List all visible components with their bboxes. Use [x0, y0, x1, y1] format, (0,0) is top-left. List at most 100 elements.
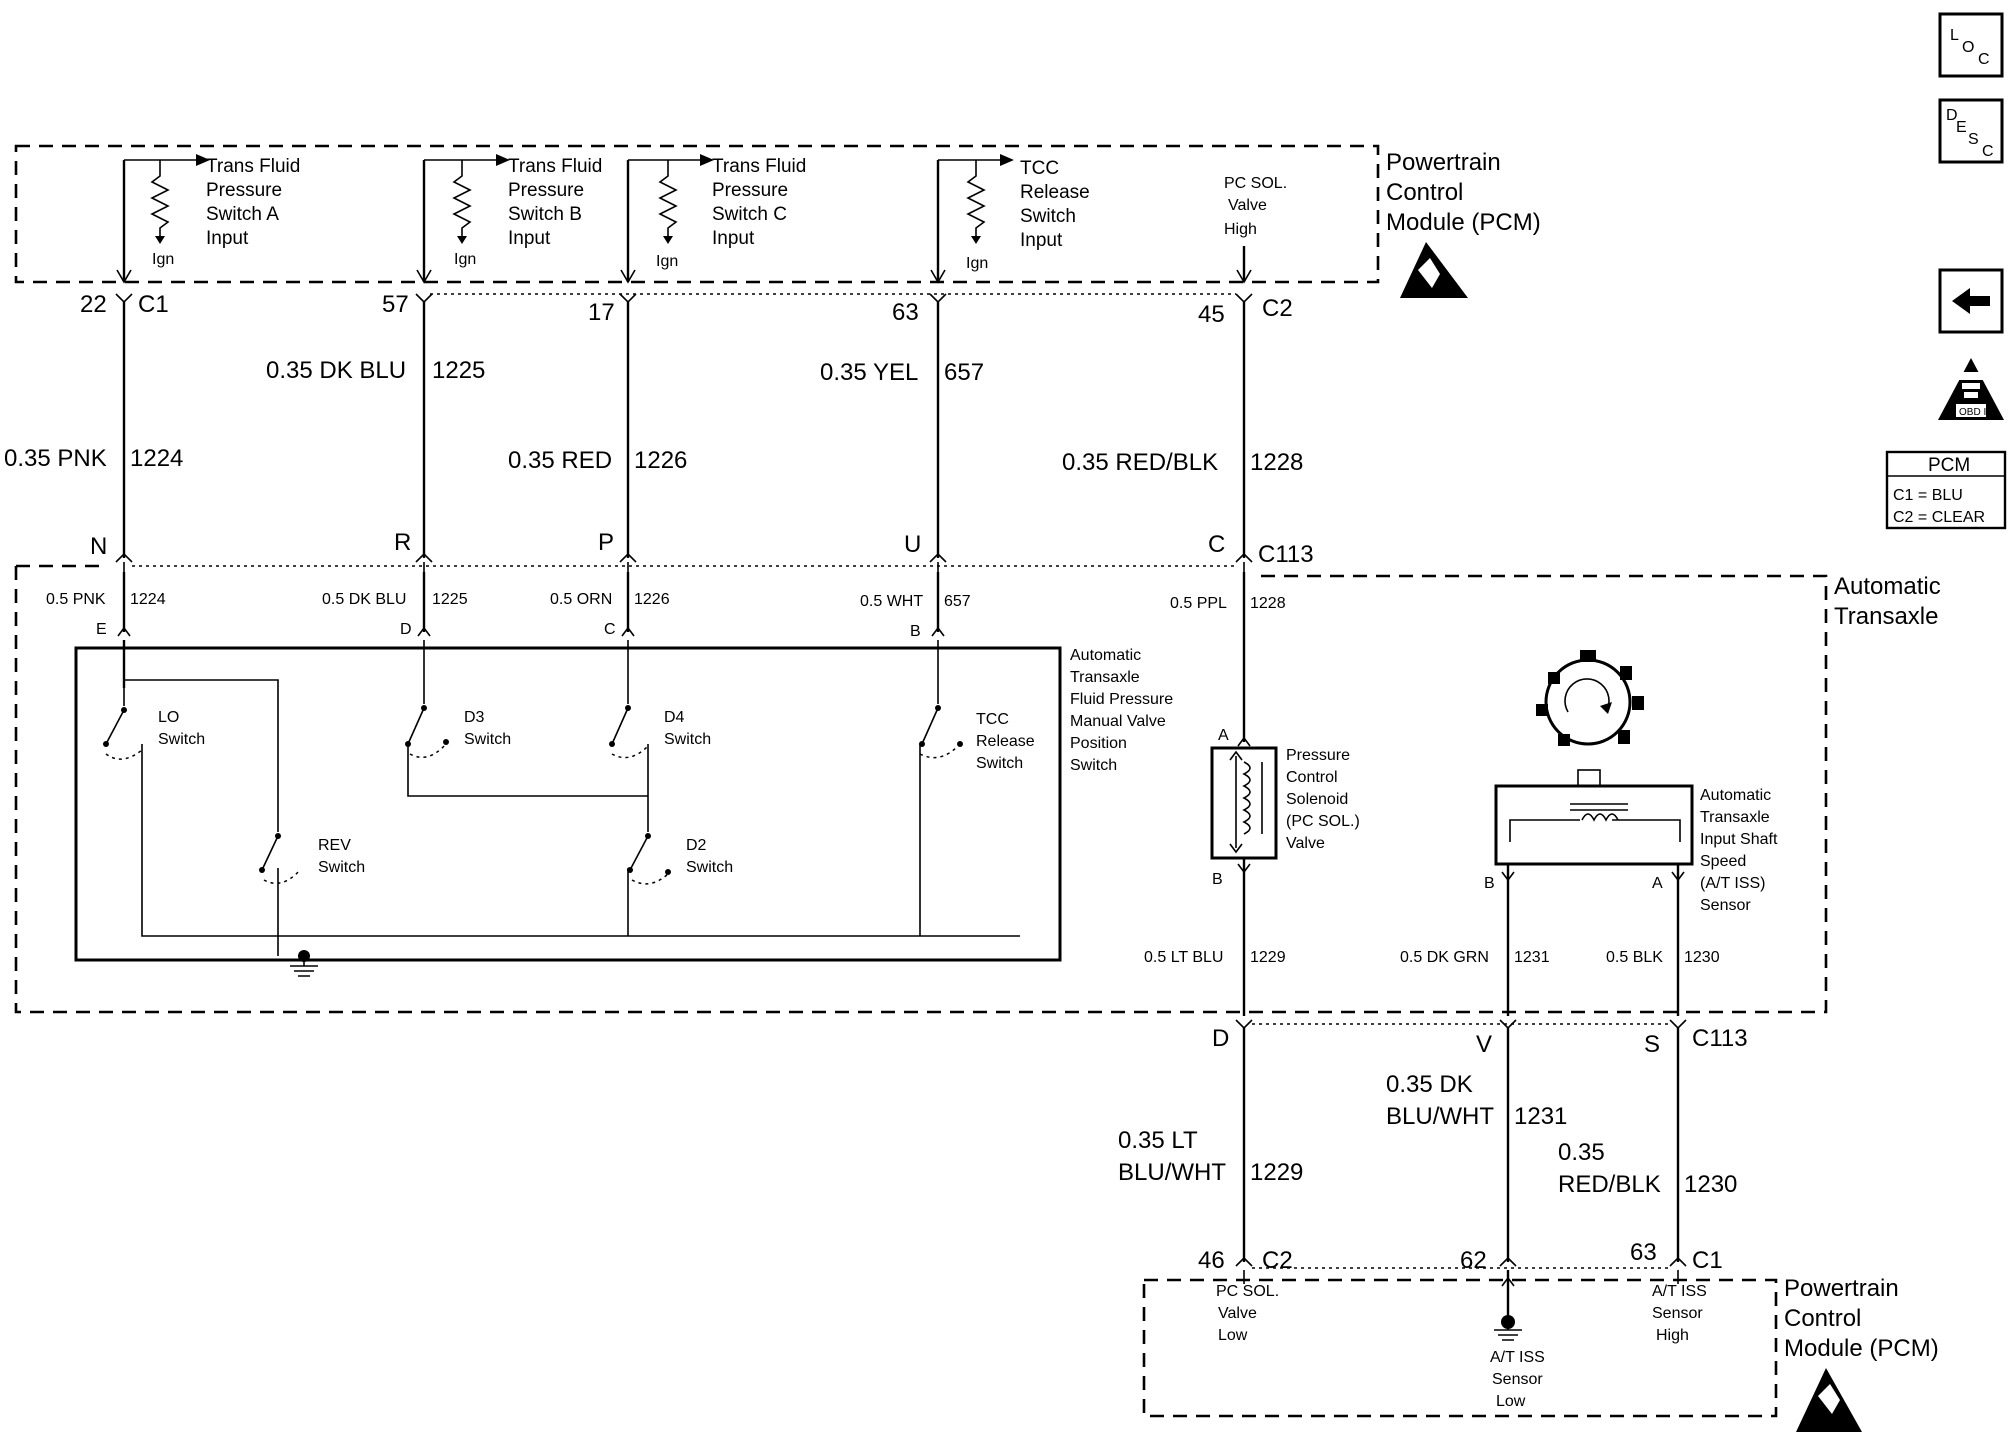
d2-switch: D2 Switch [627, 833, 733, 885]
transaxle-wires-low-2-gauge-label: 0.5 BLK [1606, 949, 1663, 966]
back-arrow-icon[interactable] [1938, 268, 2004, 334]
pcm-bottom-iss-high-l2-label: Sensor [1652, 1305, 1703, 1322]
wires-lower-0-circuit-label: 1229 [1250, 1159, 1303, 1186]
transaxle-wires-0-gauge-label: 0.5 PNK [46, 591, 106, 608]
transaxle-iss-pin-b-label: B [1484, 875, 1495, 892]
transaxle-switch-assembly-switches-3-l1-label: TCC [976, 711, 1009, 728]
pcm-bottom-pcsol-low-l1-label: PC SOL. [1216, 1283, 1279, 1300]
transaxle-switch-assembly-l3-label: Fluid Pressure [1070, 691, 1173, 708]
input-b-circuit: Trans Fluid Pressure Switch B Input Ign [416, 154, 602, 284]
pcm-top-pins-2-pin-label: 17 [588, 299, 615, 326]
obd-label: OBD II [1959, 407, 1989, 418]
pressure-control-solenoid: Pressure Control Solenoid (PC SOL.) Valv… [1210, 746, 1360, 1016]
pcm-bottom-iss-high-l3-label: High [1656, 1327, 1689, 1344]
input-tcc-circuit: TCC Release Switch Input Ign [930, 154, 1090, 284]
transaxle-switch-assembly-switches-5-l1-label: D2 [686, 837, 707, 854]
pcm-bottom-pcsol-low-l2-label: Valve [1218, 1305, 1257, 1322]
transaxle-solenoid-l5-label: Valve [1286, 835, 1325, 852]
wire-1225-gauge: 0.35 DK BLU [266, 357, 406, 384]
transaxle-iss-l5-label: (A/T ISS) [1700, 875, 1766, 892]
pcm-bottom-iss-low-l2-label: Sensor [1492, 1371, 1543, 1388]
pcm-top-pcsol-l3-label: High [1224, 221, 1257, 238]
wires-lower-2-l1-label: 0.35 [1558, 1139, 1605, 1166]
pcm-top-inputs-3-l4-label: Input [1020, 230, 1063, 251]
transaxle-solenoid-pin-b-label: B [1212, 871, 1223, 888]
transaxle-switch-assembly-switches-1-l2-label: Switch [464, 731, 511, 748]
transaxle-switch-assembly-switches-2-l2-label: Switch [664, 731, 711, 748]
transaxle-wires-1-pin-label: D [400, 621, 412, 638]
transaxle-wires-low-1-circuit-label: 1231 [1514, 949, 1550, 966]
input-c-circuit: Trans Fluid Pressure Switch C Input Ign [620, 154, 806, 284]
wires-lower-1-l2-label: BLU/WHT [1386, 1103, 1494, 1130]
transaxle-switch-assembly-switches-1-l1-label: D3 [464, 709, 485, 726]
pcm-top-inputs-2-ign-label: Ign [656, 253, 678, 270]
pcm-bottom-pins: 46 C2 62 63 C1 [1198, 1239, 1723, 1274]
lower-harness-wires: 0.35 LT BLU/WHT 1229 0.35 DK BLU/WHT 123… [1118, 1028, 1737, 1262]
loc-icon[interactable]: LOC [1938, 12, 2004, 78]
pcm-bottom-title-line3-label: Module (PCM) [1784, 1335, 1939, 1362]
transaxle-wires-low-1-gauge-label: 0.5 DK GRN [1400, 949, 1489, 966]
label-label: C [1978, 51, 1990, 68]
pcm-key-title: PCM [1928, 455, 1970, 476]
transaxle-iss-l3-label: Input Shaft [1700, 831, 1778, 848]
c113-bottom-pins-0-label: D [1212, 1025, 1229, 1052]
pcm-top-inputs-0-ign-label: Ign [152, 251, 174, 268]
pcm-top-pins-3-pin-label: 63 [892, 299, 919, 326]
rev-switch: REV Switch [259, 833, 365, 885]
wire-1226-circuit: 1226 [634, 447, 687, 474]
c113-bottom-conn-label: C113 [1692, 1025, 1748, 1052]
c113-top-pins-0-label: N [90, 533, 107, 560]
input-shaft-speed-sensor: Automatic Transaxle Input Shaft Speed (A… [1484, 650, 1778, 1016]
transaxle-wires-low-2-circuit-label: 1230 [1684, 949, 1720, 966]
transaxle-wires-2-circuit-label: 1226 [634, 591, 670, 608]
pcsol-high-circuit: PC SOL. Valve High [1224, 175, 1287, 284]
transaxle-wires-low-0-gauge-label: 0.5 LT BLU [1144, 949, 1223, 966]
pcm-top-inputs-2-l3-label: Switch C [712, 204, 787, 225]
pcm-top-inputs-1-l1-label: Trans Fluid [508, 156, 602, 177]
transaxle-wires-2-gauge-label: 0.5 ORN [550, 591, 612, 608]
transaxle-switch-assembly-l6-label: Switch [1070, 757, 1117, 774]
wires-lower-2-l2-label: RED/BLK [1558, 1171, 1661, 1198]
transaxle-title-2: Transaxle [1834, 603, 1938, 630]
pcm-top-inputs-2-l1-label: Trans Fluid [712, 156, 806, 177]
c113-top-pins-4-label: C [1208, 531, 1225, 558]
pcm-top-inputs-0-l3-label: Switch A [206, 204, 279, 225]
wire-657-circuit: 657 [944, 359, 984, 386]
transaxle-lower-wire-labels: 0.5 LT BLU 1229 0.5 DK GRN 1231 0.5 BLK … [1144, 949, 1720, 966]
reluctor-wheel-icon [1536, 650, 1644, 746]
wires-lower-0-l2-label: BLU/WHT [1118, 1159, 1226, 1186]
wire-1224-gauge: 0.35 PNK [4, 445, 107, 472]
transaxle-wires-3-gauge-label: 0.5 WHT [860, 593, 923, 610]
transaxle-wires-2-pin-label: C [604, 621, 616, 638]
transaxle-switch-assembly-switches-4-l1-label: REV [318, 837, 351, 854]
pcm-top-pins-1-pin-label: 57 [382, 291, 409, 318]
label-label: C [1982, 143, 1994, 160]
transaxle-switch-assembly-l2-label: Transaxle [1070, 669, 1140, 686]
pcm-top-inputs-0-l2-label: Pressure [206, 180, 282, 201]
pcm-bottom-title-line2-label: Control [1784, 1305, 1861, 1332]
c113-bottom-connector: D V S C113 [1212, 1019, 1748, 1058]
transaxle-wires-1-gauge-label: 0.5 DK BLU [322, 591, 406, 608]
transaxle-title-1: Automatic [1834, 573, 1941, 600]
transaxle-switch-assembly-switches-3-l2-label: Release [976, 733, 1035, 750]
wire-1224-circuit: 1224 [130, 445, 183, 472]
pcm-top-inputs-1-ign-label: Ign [454, 251, 476, 268]
input-a-circuit: Trans Fluid Pressure Switch A Input Ign [116, 154, 300, 284]
c113-bottom-pins-1-label: V [1476, 1031, 1492, 1058]
label-label: O [1962, 39, 1974, 56]
obd-ii-icon[interactable]: OBD II [1938, 358, 2004, 420]
pcm-top-inputs-3-l1-label: TCC [1020, 158, 1059, 179]
transaxle-wires-3-circuit-label: 657 [944, 593, 971, 610]
pcm-top-inputs-0-l4-label: Input [206, 228, 249, 249]
pcm-top-inputs-2-l2-label: Pressure [712, 180, 788, 201]
transaxle-wires-0-pin-label: E [96, 621, 107, 638]
transaxle-iss-l1-label: Automatic [1700, 787, 1771, 804]
pcm-bottom-pins-0-pin-label: 46 [1198, 1247, 1225, 1274]
transaxle-solenoid-l3-label: Solenoid [1286, 791, 1348, 808]
pcm-input-circuits: Trans Fluid Pressure Switch A Input Ign … [116, 154, 1287, 284]
pcm-top-inputs-1-l2-label: Pressure [508, 180, 584, 201]
transaxle-iss-l4-label: Speed [1700, 853, 1746, 870]
pcm-top-pins-0-pin-label: 22 [80, 291, 107, 318]
